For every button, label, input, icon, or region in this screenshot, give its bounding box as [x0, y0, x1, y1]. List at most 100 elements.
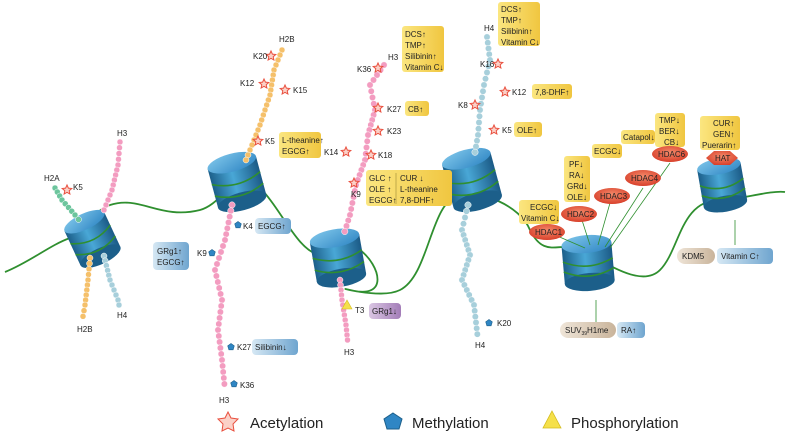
tail-n1-h3 — [100, 138, 124, 214]
svg-text:GLC ↑: GLC ↑ — [369, 174, 392, 183]
svg-text:CB↓: CB↓ — [664, 138, 679, 147]
label-n2-h3: H3 — [219, 396, 230, 405]
svg-text:Silibinin↑: Silibinin↑ — [501, 27, 533, 36]
res-k14-h3: K14 — [324, 148, 339, 157]
svg-text:Silibinin↑: Silibinin↑ — [405, 52, 437, 61]
dna-strand — [4, 179, 786, 295]
label-n4-h4-top: H4 — [484, 24, 495, 33]
box-grg1-t3: GRg1↓ — [369, 303, 401, 319]
mark-t3-h3 — [341, 299, 353, 310]
res-k15-h2b: K15 — [293, 86, 308, 95]
svg-text:DCS↑: DCS↑ — [501, 5, 522, 14]
box-suv: SUV39H1me — [560, 322, 616, 338]
svg-text:OLE ↑: OLE ↑ — [369, 185, 391, 194]
mark-k12-h2b — [257, 77, 271, 90]
svg-text:GRg1↓: GRg1↓ — [372, 307, 397, 316]
mark-k5-h4 — [487, 123, 501, 136]
svg-text:TMP↓: TMP↓ — [659, 116, 680, 125]
res-k5-h2b: K5 — [265, 137, 275, 146]
svg-text:HDAC3: HDAC3 — [600, 192, 628, 201]
mark-k9-h3 — [347, 176, 361, 189]
svg-text:HDAC4: HDAC4 — [631, 174, 659, 183]
res-k8-h4: K8 — [458, 101, 468, 110]
enzyme-hdac3: HDAC3 — [594, 188, 630, 204]
phosphorylation-triangle-icon — [542, 410, 562, 429]
mark-k18-h3 — [364, 148, 378, 161]
box-grg1-egcg: GRg1↑ EGCG↑ — [153, 242, 189, 270]
enzyme-hdac2: HDAC2 — [561, 206, 597, 222]
label-n4-h4-bottom: H4 — [475, 341, 486, 350]
legend-methylation: Methylation — [412, 415, 489, 432]
label-n3-h3-bottom: H3 — [344, 348, 355, 357]
mark-k5-h2b — [251, 134, 265, 147]
svg-text:7,8-DHF↑: 7,8-DHF↑ — [535, 88, 569, 97]
svg-text:PF↓: PF↓ — [569, 160, 583, 169]
svg-text:Catapol↓: Catapol↓ — [623, 133, 655, 142]
svg-text:CUR↑: CUR↑ — [713, 119, 734, 128]
box-dcs-h4: DCS↑ TMP↑ Silibinin↑ Vitamin C↓ — [498, 2, 540, 47]
svg-text:RA↓: RA↓ — [569, 171, 584, 180]
svg-text:Vitamin C↑: Vitamin C↑ — [721, 252, 760, 261]
svg-text:OLE↓: OLE↓ — [567, 193, 587, 202]
svg-text:SUV39H1me: SUV39H1me — [565, 326, 609, 337]
svg-text:RA↑: RA↑ — [621, 326, 636, 335]
mark-k9-h3-left — [208, 249, 216, 257]
box-ltheanine-egcg: L-theanine↑ EGCG↑ — [279, 132, 324, 158]
mark-k12-h4 — [498, 85, 512, 98]
res-k36-h3-left: K36 — [240, 381, 255, 390]
legend-acetylation: Acetylation — [250, 415, 323, 432]
svg-text:Vitamin C↓: Vitamin C↓ — [521, 214, 560, 223]
box-dhf-k12: 7,8-DHF↑ — [532, 84, 572, 99]
tail-n3-h3-bottom — [336, 276, 351, 344]
mark-k14-h3 — [339, 145, 353, 158]
tail-n2-h3 — [211, 201, 236, 388]
enzyme-hat: HAT — [706, 151, 738, 165]
nucleosome-3 — [309, 228, 367, 288]
svg-text:Puerarin↑: Puerarin↑ — [702, 141, 736, 150]
svg-text:CB↑: CB↑ — [408, 105, 423, 114]
svg-text:EGCG↑: EGCG↑ — [369, 196, 397, 205]
res-k16-h4: K16 — [480, 60, 495, 69]
svg-text:EGCG↑: EGCG↑ — [258, 222, 286, 231]
mark-k27-h3 — [371, 101, 385, 114]
res-k9-h3-left: K9 — [197, 249, 207, 258]
svg-text:HDAC6: HDAC6 — [658, 150, 686, 159]
svg-text:BER↓: BER↓ — [659, 127, 679, 136]
label-n2-h2b: H2B — [279, 35, 295, 44]
mark-k36-h3-left — [230, 380, 238, 388]
label-n3-h3-top: H3 — [388, 53, 399, 62]
box-ra: RA↑ — [617, 322, 645, 338]
res-k20-h4: K20 — [497, 319, 512, 328]
enzyme-hdac1: HDAC1 — [529, 224, 565, 240]
svg-text:Vitamin C↓: Vitamin C↓ — [405, 63, 444, 72]
tail-n4-h4-top — [471, 33, 494, 156]
nucleosome-4 — [442, 147, 502, 213]
mark-k16-h4 — [491, 57, 505, 70]
nucleosome-1 — [64, 209, 121, 268]
svg-text:GEN↑: GEN↑ — [713, 130, 734, 139]
mark-k15-h2b — [278, 83, 292, 96]
enzyme-hdac6: HDAC6 — [652, 146, 688, 162]
svg-text:HAT: HAT — [715, 154, 731, 163]
svg-text:HDAC2: HDAC2 — [567, 210, 595, 219]
svg-text:OLE↑: OLE↑ — [517, 126, 537, 135]
tail-n2-h2b — [242, 46, 286, 164]
res-k18-h3: K18 — [378, 151, 393, 160]
svg-text:Vitamin C↓: Vitamin C↓ — [501, 38, 540, 47]
svg-text:Silibinin↓: Silibinin↓ — [255, 343, 287, 352]
svg-text:7,8-DHF↑: 7,8-DHF↑ — [400, 196, 434, 205]
box-ole-k5: OLE↑ — [514, 122, 542, 137]
box-vitamin-c-right: Vitamin C↑ — [717, 248, 773, 264]
nucleosome-2 — [207, 151, 267, 213]
label-n1-h2b: H2B — [77, 325, 93, 334]
svg-text:ECGC↓: ECGC↓ — [594, 147, 621, 156]
tail-n4-h4-bottom — [458, 201, 481, 338]
legend-phosphorylation: Phosphorylation — [571, 415, 679, 432]
mark-k27-h3-left — [227, 343, 235, 351]
svg-text:TMP↑: TMP↑ — [405, 41, 426, 50]
res-k12-h2b: K12 — [240, 79, 255, 88]
svg-text:EGCG↑: EGCG↑ — [157, 258, 185, 267]
svg-text:CUR ↓: CUR ↓ — [400, 174, 424, 183]
box-cb-k27: CB↑ — [405, 101, 429, 116]
svg-text:KDM5: KDM5 — [682, 252, 705, 261]
